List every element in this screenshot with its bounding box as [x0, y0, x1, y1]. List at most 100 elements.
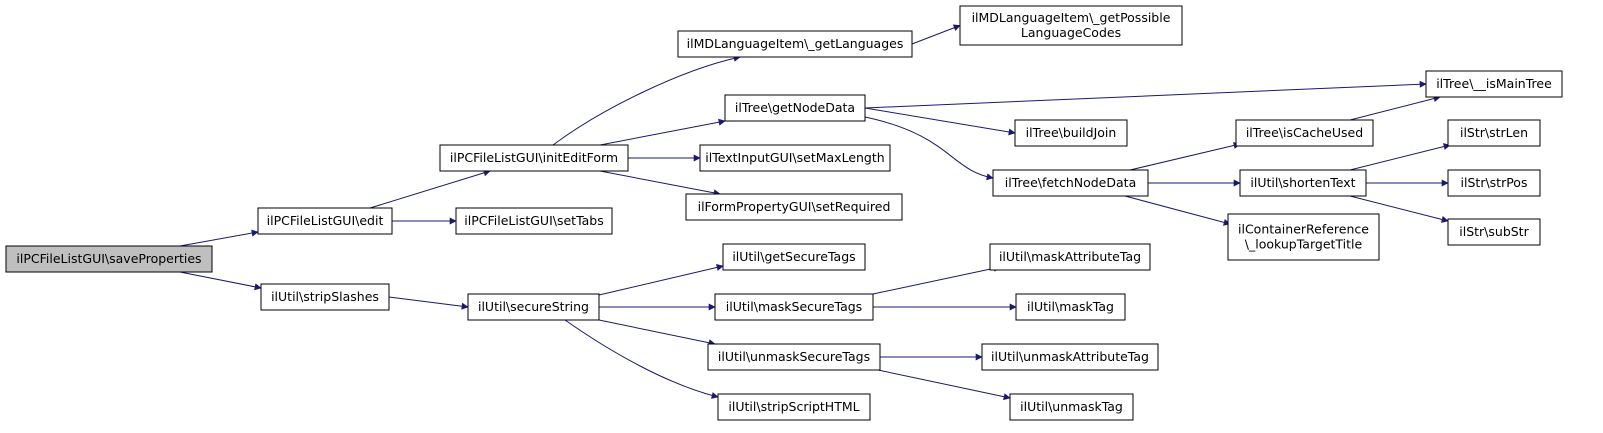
edge-isCacheUsed-to-isMainTree — [1349, 95, 1441, 121]
node-isMainTree[interactable]: ilTree\__isMainTree — [1425, 70, 1563, 98]
node-maskSecureTags[interactable]: ilUtil\maskSecureTags — [714, 293, 874, 321]
node-box — [717, 393, 871, 421]
node-label: ilTextInputGUI\setMaxLength — [705, 150, 884, 165]
node-label: \_lookupTargetTitle — [1245, 237, 1363, 252]
edge-secureString-to-unmaskSecureTags — [598, 319, 716, 347]
edge-shortenText-to-strLen — [1349, 143, 1451, 171]
edge-getNodeData-to-isMainTree — [864, 80, 1427, 109]
node-label: ilUtil\secureString — [478, 299, 589, 314]
node-isCacheUsed[interactable]: ilTree\isCacheUsed — [1235, 119, 1374, 147]
node-label: ilUtil\unmaskTag — [1020, 399, 1123, 414]
node-box — [1015, 293, 1126, 321]
node-label: ilStr\strPos — [1461, 175, 1528, 190]
node-lookupTargetTitle[interactable]: ilContainerReference\_lookupTargetTitle — [1227, 213, 1380, 261]
edge-fetchNodeData-to-lookupTargetTitle — [1124, 195, 1231, 226]
node-getPossibleLanguageCodes[interactable]: ilMDLanguageItem\_getPossibleLanguageCod… — [959, 5, 1183, 46]
node-setMaxLength[interactable]: ilTextInputGUI\setMaxLength — [699, 144, 891, 172]
edge-secureString-to-getSecureTags — [598, 264, 724, 296]
nodes-layer: ilPCFileListGUI\saveProperties ilPCFileLi… — [5, 5, 1563, 421]
node-label: ilUtil\stripSlashes — [271, 289, 379, 304]
node-label: ilPCFileListGUI\initEditForm — [450, 150, 618, 165]
node-label: ilUtil\unmaskAttributeTag — [991, 349, 1149, 364]
node-label: ilUtil\unmaskSecureTags — [718, 349, 870, 364]
node-edit[interactable]: ilPCFileListGUI\edit — [257, 207, 393, 235]
node-box — [699, 144, 891, 172]
node-label: LanguageCodes — [1021, 25, 1121, 40]
node-box — [707, 343, 881, 371]
node-box — [5, 245, 213, 273]
edge-secureString-to-stripScriptHTML — [564, 319, 719, 399]
node-setRequired[interactable]: ilFormPropertyGUI\setRequired — [685, 193, 903, 221]
node-subStr[interactable]: ilStr\subStr — [1447, 218, 1541, 246]
node-shortenText[interactable]: ilUtil\shortenText — [1239, 169, 1367, 197]
node-stripScriptHTML[interactable]: ilUtil\stripScriptHTML — [717, 393, 871, 421]
node-box — [685, 193, 903, 221]
edge-saveProperties-to-edit — [179, 229, 259, 247]
node-label: ilTree\buildJoin — [1026, 125, 1117, 140]
node-box — [989, 243, 1151, 271]
node-label: ilContainerReference — [1238, 222, 1369, 237]
node-box — [1447, 119, 1541, 147]
node-label: ilMDLanguageItem\_getPossible — [972, 10, 1171, 25]
node-box — [714, 293, 874, 321]
node-maskTag[interactable]: ilUtil\maskTag — [1015, 293, 1126, 321]
node-box — [467, 293, 600, 321]
node-box — [1009, 393, 1134, 421]
node-buildJoin[interactable]: ilTree\buildJoin — [1014, 119, 1128, 147]
edge-saveProperties-to-stripSlashes — [179, 271, 262, 291]
edge-fetchNodeData-to-isCacheUsed — [1129, 142, 1241, 171]
node-box — [1425, 70, 1563, 98]
node-box — [1014, 119, 1128, 147]
node-box — [981, 343, 1159, 371]
node-setTabs[interactable]: ilPCFileListGUI\setTabs — [455, 207, 613, 235]
node-label: ilMDLanguageItem\_getLanguages — [687, 36, 904, 51]
edge-getLanguages-to-getPossibleLanguageCodes — [911, 24, 961, 45]
node-box — [1239, 169, 1367, 197]
node-label: ilUtil\maskTag — [1027, 299, 1114, 314]
node-box — [677, 30, 913, 58]
node-label: ilFormPropertyGUI\setRequired — [698, 199, 891, 214]
node-unmaskTag[interactable]: ilUtil\unmaskTag — [1009, 393, 1134, 421]
node-label: ilPCFileListGUI\saveProperties — [16, 251, 201, 266]
node-unmaskSecureTags[interactable]: ilUtil\unmaskSecureTags — [707, 343, 881, 371]
edge-shortenText-to-subStr — [1349, 195, 1449, 223]
node-label: ilPCFileListGUI\edit — [267, 213, 384, 228]
edge-getNodeData-to-fetchNodeData — [864, 116, 994, 181]
node-box — [257, 207, 393, 235]
node-secureString[interactable]: ilUtil\secureString — [467, 293, 600, 321]
edge-stripSlashes-to-secureString — [388, 296, 469, 310]
node-box — [992, 169, 1149, 197]
node-box — [1235, 119, 1374, 147]
node-box — [722, 243, 866, 271]
node-maskAttributeTag[interactable]: ilUtil\maskAttributeTag — [989, 243, 1151, 271]
edge-unmaskSecureTags-to-unmaskTag — [877, 369, 1011, 401]
node-unmaskAttributeTag[interactable]: ilUtil\unmaskAttributeTag — [981, 343, 1159, 371]
node-initEditForm[interactable]: ilPCFileListGUI\initEditForm — [439, 144, 629, 172]
edge-initEditForm-to-setRequired — [599, 170, 721, 197]
node-box — [260, 283, 390, 311]
node-label: ilStr\strLen — [1460, 125, 1528, 140]
node-getSecureTags[interactable]: ilUtil\getSecureTags — [722, 243, 866, 271]
node-stripSlashes[interactable]: ilUtil\stripSlashes — [260, 283, 390, 311]
node-getNodeData[interactable]: ilTree\getNodeData — [724, 94, 866, 122]
edge-edit-to-initEditForm — [369, 169, 491, 209]
edge-initEditForm-to-getNodeData — [599, 118, 726, 146]
node-label: ilUtil\maskSecureTags — [726, 299, 862, 314]
node-box — [439, 144, 629, 172]
node-getLanguages[interactable]: ilMDLanguageItem\_getLanguages — [677, 30, 913, 58]
edge-getNodeData-to-buildJoin — [864, 107, 1016, 136]
node-box — [1227, 213, 1380, 261]
node-label: ilStr\subStr — [1459, 224, 1529, 239]
node-fetchNodeData[interactable]: ilTree\fetchNodeData — [992, 169, 1149, 197]
edge-maskSecureTags-to-maskAttributeTag — [872, 264, 1001, 295]
node-label: ilTree\fetchNodeData — [1005, 175, 1136, 190]
node-label: ilUtil\maskAttributeTag — [999, 249, 1141, 264]
node-label: ilTree\getNodeData — [735, 100, 855, 115]
node-box — [1447, 218, 1541, 246]
node-box — [959, 5, 1183, 46]
node-strPos[interactable]: ilStr\strPos — [1447, 169, 1541, 197]
node-box — [724, 94, 866, 122]
node-strLen[interactable]: ilStr\strLen — [1447, 119, 1541, 147]
node-saveProperties[interactable]: ilPCFileListGUI\saveProperties — [5, 245, 213, 273]
